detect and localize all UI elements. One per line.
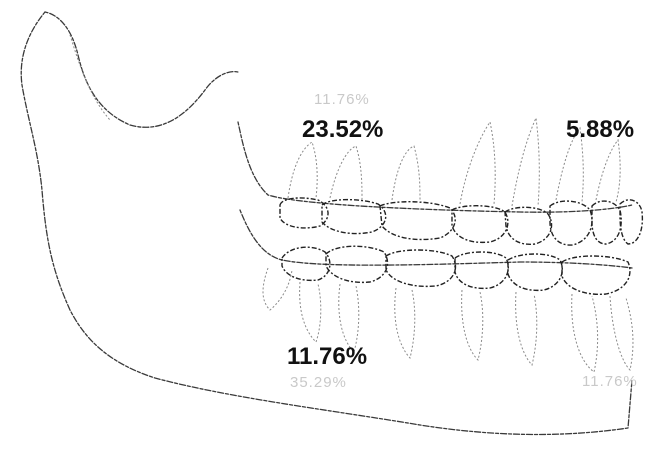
label-upper-front: 23.52%: [302, 118, 383, 142]
mandible-outline: [21, 12, 632, 434]
label-lower-front: 11.76%: [287, 345, 367, 369]
label-lower-back-faint: 11.76%: [582, 374, 638, 389]
ramus-notch: [45, 12, 238, 127]
label-lower-faint: 35.29%: [290, 375, 347, 390]
label-upper-back: 5.88%: [566, 118, 634, 142]
label-upper-faint: 11.76%: [314, 92, 370, 107]
